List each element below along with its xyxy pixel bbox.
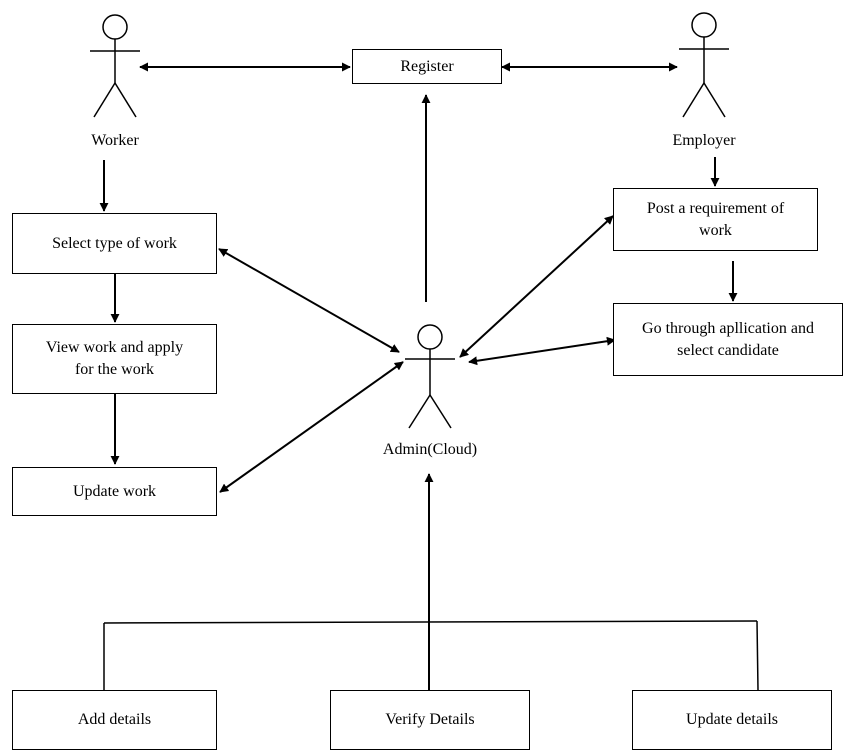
go-through-box: Go through apllication and select candid… (613, 303, 843, 376)
post-requirement-box: Post a requirement of work (613, 188, 818, 251)
arrow-admin-post (459, 215, 614, 358)
add-details-box: Add details (12, 690, 217, 750)
arrow-select-admin (218, 248, 400, 353)
employer-label: Employer (672, 132, 736, 149)
view-apply-box: View work and apply for the work (12, 324, 217, 394)
register-box: Register (352, 49, 502, 84)
update-work-box: Update work (12, 467, 217, 516)
arrow-admin-gothrough (468, 336, 616, 366)
verify-details-box: Verify Details (330, 690, 530, 750)
admin-label: Admin(Cloud) (382, 441, 478, 458)
update-details-box: Update details (632, 690, 832, 750)
arrow-update-admin (219, 361, 404, 493)
select-work-box: Select type of work (12, 213, 217, 274)
worker-label: Worker (91, 132, 139, 149)
admin-actor-icon (405, 324, 455, 429)
employer-actor-icon (679, 12, 729, 118)
bottom-tree-lines (103, 620, 759, 691)
worker-actor-icon (90, 14, 140, 118)
